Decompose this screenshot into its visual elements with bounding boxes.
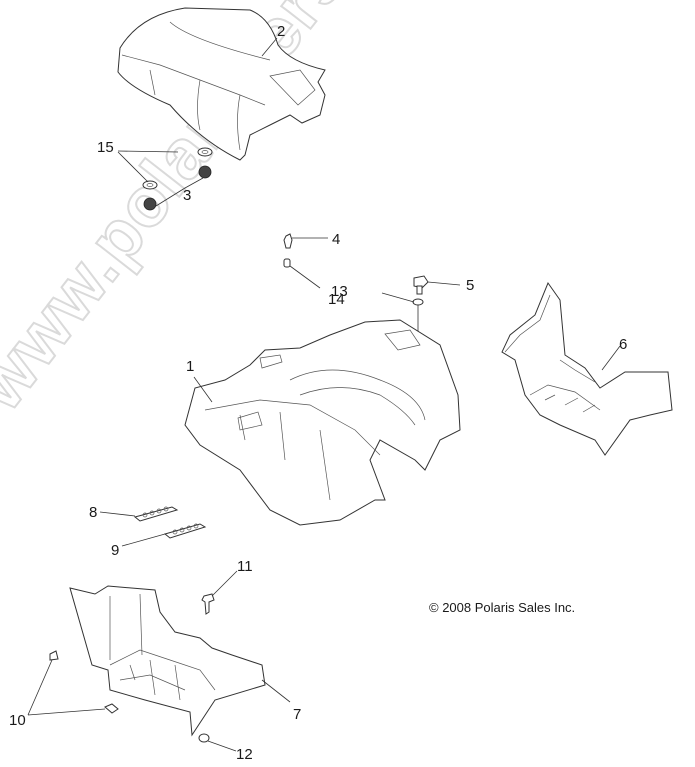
callout-7: 7 — [293, 706, 302, 723]
callout-15: 15 — [97, 139, 114, 156]
callout-4: 4 — [332, 231, 341, 248]
rear-fender-part — [184, 319, 461, 526]
callout-1: 1 — [186, 358, 195, 375]
callout-5: 5 — [466, 277, 475, 294]
right-footwell-part — [501, 281, 673, 456]
callout-9: 9 — [111, 542, 120, 559]
footrest-pads — [99, 506, 207, 547]
push-rivets-10 — [27, 650, 119, 716]
copyright-notice: © 2008 Polaris Sales Inc. — [429, 600, 576, 615]
callout-3: 3 — [183, 187, 192, 204]
callout-6: 6 — [619, 336, 628, 353]
grommet-12 — [198, 733, 237, 752]
callout-11: 11 — [237, 558, 253, 575]
seat-part — [117, 7, 326, 161]
washers-and-nuts — [117, 147, 213, 211]
callout-8: 8 — [89, 504, 98, 521]
left-footwell-part — [69, 585, 291, 737]
callout-10: 10 — [9, 712, 26, 729]
callout-2: 2 — [277, 23, 286, 40]
callout-13: 13 — [331, 283, 348, 300]
callout-12: 12 — [236, 746, 253, 763]
rivet-and-grommet — [283, 233, 328, 289]
callout-14: 14 — [328, 291, 345, 308]
push-rivet-11 — [201, 570, 238, 615]
